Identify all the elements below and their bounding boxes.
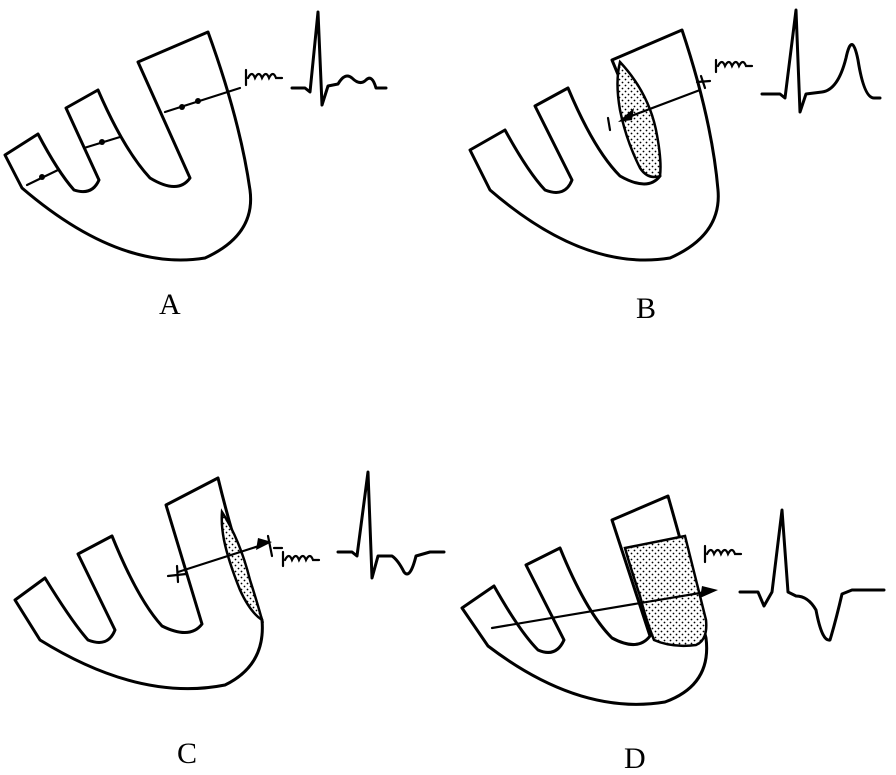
heart-outline-a bbox=[3, 30, 253, 262]
vectors-a bbox=[25, 86, 242, 187]
panel-d bbox=[460, 494, 886, 706]
electrode-a bbox=[244, 68, 284, 87]
panel-label-a: A bbox=[159, 288, 181, 321]
ecg-trace-d bbox=[738, 508, 886, 642]
subendocardial-zone-b bbox=[616, 59, 662, 179]
ecg-trace-b bbox=[760, 8, 882, 114]
electrode-c bbox=[281, 550, 321, 568]
electrode-b bbox=[714, 58, 754, 74]
vector-d bbox=[490, 586, 718, 630]
ecg-trace-c bbox=[336, 470, 446, 580]
panel-label-b: B bbox=[636, 292, 657, 325]
panel-a bbox=[3, 10, 388, 262]
heart-outline-c bbox=[13, 476, 264, 691]
vector-c bbox=[166, 534, 284, 584]
electrode-d bbox=[703, 544, 743, 564]
panel-label-d: D bbox=[624, 742, 646, 775]
transmural-zone-d bbox=[623, 534, 708, 648]
panel-label-c: C bbox=[177, 737, 198, 770]
heart-outline-b bbox=[468, 28, 720, 262]
subepicardial-zone-c bbox=[220, 508, 265, 623]
panel-b: − bbox=[468, 8, 882, 262]
ecg-trace-a bbox=[290, 10, 388, 107]
vector-b: − bbox=[606, 74, 712, 132]
panel-c bbox=[13, 470, 446, 691]
